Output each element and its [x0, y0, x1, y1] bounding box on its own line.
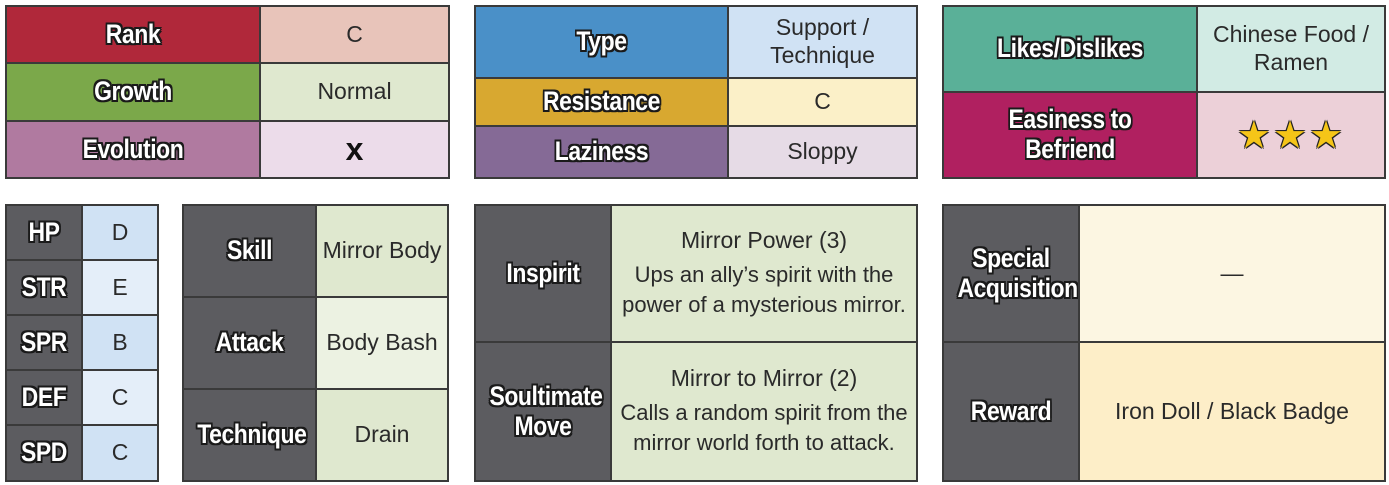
soultimate-cell: Mirror to Mirror (2) Calls a random spir… — [610, 341, 918, 482]
resistance-value: C — [727, 77, 918, 127]
technique-value: Drain — [315, 388, 449, 482]
stat-value: C — [81, 424, 159, 482]
inspirit-header: Inspirit — [474, 204, 612, 343]
stat-label: SPD — [5, 424, 83, 482]
acquisition-table: Special Acquisition — Reward Iron Doll /… — [942, 204, 1386, 482]
reward-header: Reward — [942, 341, 1080, 482]
skill-header: Skill — [182, 204, 317, 298]
moves-table: Skill Mirror Body Attack Body Bash Techn… — [182, 204, 449, 482]
x-mark-icon: x — [345, 131, 364, 167]
inspirit-description: Ups an ally’s spirit with the power of a… — [622, 262, 906, 317]
soultimate-name: Mirror to Mirror (2) — [670, 365, 858, 392]
befriend-value: ★★★ — [1196, 91, 1386, 179]
stat-value: C — [81, 369, 159, 426]
resistance-header: Resistance — [474, 77, 729, 127]
rank-value: C — [259, 5, 450, 64]
growth-header: Growth — [5, 62, 261, 122]
stat-value: B — [81, 314, 159, 371]
stat-label: STR — [5, 259, 83, 316]
reward-value: Iron Doll / Black Badge — [1078, 341, 1386, 482]
rank-header: Rank — [5, 5, 261, 64]
abilities-table: Inspirit Mirror Power (3) Ups an ally’s … — [474, 204, 918, 482]
growth-value: Normal — [259, 62, 450, 122]
stat-value: D — [81, 204, 159, 261]
soultimate-description: Calls a random spirit from the mirror wo… — [620, 400, 908, 455]
inspirit-cell: Mirror Power (3) Ups an ally’s spirit wi… — [610, 204, 918, 343]
evolution-value: x — [259, 120, 450, 179]
stat-label: SPR — [5, 314, 83, 371]
likes-header: Likes/Dislikes — [942, 5, 1198, 93]
special-acquisition-value: — — [1078, 204, 1386, 343]
stat-value: E — [81, 259, 159, 316]
stat-label: HP — [5, 204, 83, 261]
evolution-header: Evolution — [5, 120, 261, 179]
stat-label: DEF — [5, 369, 83, 426]
likes-value: Chinese Food / Ramen — [1196, 5, 1386, 93]
attack-header: Attack — [182, 296, 317, 390]
laziness-header: Laziness — [474, 125, 729, 179]
basic-info-table: Rank C Growth Normal Evolution x — [5, 5, 450, 179]
special-acquisition-header: Special Acquisition — [942, 204, 1080, 343]
inspirit-name: Mirror Power (3) — [680, 227, 848, 254]
personality-table: Likes/Dislikes Chinese Food / Ramen Easi… — [942, 5, 1386, 179]
star-rating-icon: ★★★ — [1236, 114, 1346, 157]
stats-table: HP D STR E SPR B DEF C SPD C — [5, 204, 159, 482]
type-header: Type — [474, 5, 729, 79]
type-info-table: Type Support / Technique Resistance C La… — [474, 5, 918, 179]
technique-header: Technique — [182, 388, 317, 482]
befriend-header: Easiness to Befriend — [942, 91, 1198, 179]
type-value: Support / Technique — [727, 5, 918, 79]
skill-value: Mirror Body — [315, 204, 449, 298]
attack-value: Body Bash — [315, 296, 449, 390]
soultimate-header: Soultimate Move — [474, 341, 612, 482]
laziness-value: Sloppy — [727, 125, 918, 179]
